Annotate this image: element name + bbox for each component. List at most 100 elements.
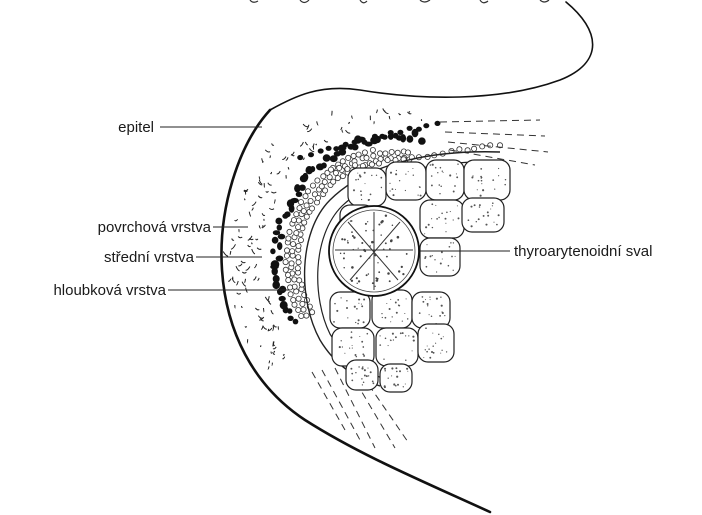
collagen-circle <box>300 301 305 306</box>
muscle-speckle <box>392 188 394 190</box>
collagen-circle <box>362 150 367 155</box>
muscle-speckle <box>390 172 392 174</box>
muscle-speckle <box>379 344 381 346</box>
muscle-speckle <box>349 348 350 349</box>
fiber-squiggle <box>332 111 333 116</box>
muscle-speckle <box>438 334 439 335</box>
elastin-dot <box>273 275 280 283</box>
muscle-speckle <box>355 322 356 323</box>
muscle-speckle <box>429 357 431 359</box>
core-speckle <box>351 266 354 269</box>
core-speckle <box>389 280 391 282</box>
core-speckle <box>368 273 370 275</box>
muscle-speckle <box>431 218 432 219</box>
fiber-squiggle <box>376 110 377 113</box>
collagen-circle <box>333 170 338 175</box>
muscle-speckle <box>498 175 499 176</box>
collagen-circle <box>488 143 493 148</box>
muscle-speckle <box>340 297 341 298</box>
fiber-squiggle <box>268 366 269 369</box>
core-speckle <box>406 253 408 255</box>
muscle-speckle <box>432 227 433 228</box>
core-speckle <box>340 253 341 254</box>
muscle-speckle <box>367 333 369 335</box>
fiber-squiggle <box>291 152 294 155</box>
muscle-speckle <box>493 222 494 223</box>
muscle-speckle <box>355 354 357 356</box>
core-speckle <box>367 221 368 222</box>
fiber-squiggle <box>277 171 281 174</box>
muscle-speckle <box>360 194 362 196</box>
muscle-speckle <box>436 298 438 300</box>
muscle-speckle <box>490 209 491 210</box>
muscle-speckle <box>389 190 390 191</box>
muscle-speckle <box>339 346 341 348</box>
fiber-squiggle <box>252 208 254 210</box>
fiber-squiggle <box>245 326 247 327</box>
muscle-speckle <box>408 171 409 172</box>
core-speckle <box>386 256 388 258</box>
muscle-speckle <box>406 368 408 370</box>
muscle-speckle <box>396 170 397 171</box>
core-speckle <box>347 242 349 244</box>
fiber-dashes-upper <box>440 120 548 165</box>
fiber-squiggle <box>274 351 275 352</box>
muscle-speckle <box>391 375 392 376</box>
elastin-dot <box>280 301 288 309</box>
core-speckle <box>392 224 394 226</box>
elastin-dot <box>333 146 339 151</box>
fiber-squiggle <box>257 278 259 280</box>
muscle-speckle <box>441 305 443 307</box>
collagen-circle <box>288 292 293 297</box>
collagen-circle <box>305 189 310 194</box>
muscle-speckle <box>439 315 441 317</box>
fiber-squiggle <box>228 279 231 281</box>
muscle-speckle <box>360 190 362 192</box>
core-speckle <box>375 286 376 287</box>
muscle-speckle <box>432 164 434 166</box>
muscle-speckle <box>446 351 447 352</box>
muscle-speckle <box>479 204 481 206</box>
muscle-speckle <box>437 172 438 173</box>
muscle-speckle <box>478 218 480 220</box>
elastin-dot <box>275 218 282 225</box>
muscle-speckle <box>446 212 448 214</box>
muscle-speckle <box>370 194 372 196</box>
collagen-circle <box>310 183 315 188</box>
elastin-dot <box>418 137 426 144</box>
fiber-squiggle <box>352 116 353 119</box>
muscle-speckle <box>395 367 397 369</box>
fiber-squiggle <box>238 264 242 266</box>
fiber-squiggle <box>258 316 262 319</box>
elastin-dot <box>407 135 414 143</box>
fiber-squiggle <box>399 113 401 115</box>
fiber-squiggle <box>269 208 274 209</box>
muscle-speckle <box>390 340 392 342</box>
muscle-bundle <box>346 360 378 390</box>
elastin-dot <box>277 242 282 250</box>
muscle-speckle <box>351 373 353 375</box>
collagen-circle <box>292 277 297 282</box>
elastin-dot <box>352 144 359 150</box>
collagen-circle <box>405 150 410 155</box>
muscle-speckle <box>426 266 428 268</box>
elastin-dot <box>290 198 299 203</box>
fiber-squiggle <box>257 248 261 250</box>
collagen-circle <box>304 214 309 219</box>
muscle-speckle <box>405 173 406 174</box>
fiber-squiggle <box>346 130 351 133</box>
muscle-speckle <box>470 206 472 208</box>
fiber-squiggle <box>389 116 390 119</box>
muscle-speckle <box>425 299 426 300</box>
fiber-squiggle <box>252 243 253 244</box>
muscle-speckle <box>422 301 424 303</box>
muscle-speckle <box>419 186 421 188</box>
muscle-speckle <box>438 217 439 218</box>
collagen-circle <box>295 266 300 271</box>
muscle-speckle <box>395 189 396 190</box>
muscle-speckle <box>453 242 454 243</box>
collagen-circle <box>284 248 289 253</box>
muscle-speckle <box>428 224 430 226</box>
elastin-dot <box>270 248 275 254</box>
muscle-speckle <box>480 195 482 197</box>
